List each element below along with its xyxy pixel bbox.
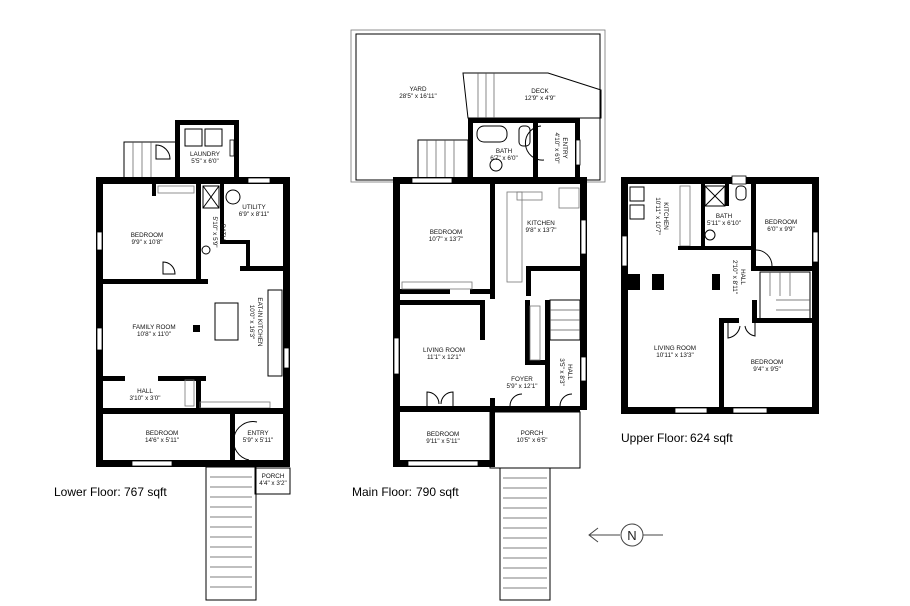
room-dims-porch: 10'5" x 6'5" xyxy=(516,437,547,444)
room-label-bedroom-2: BEDROOM xyxy=(751,359,784,366)
lower-front-stairs xyxy=(205,466,257,601)
compass-label: N xyxy=(627,528,636,543)
room-dims-laundry: 5'5" x 6'0" xyxy=(191,158,219,165)
room-label-eat-in-kitchen: EAT-IN KITCHEN xyxy=(256,297,263,347)
room-dims-bedroom: 6'0" x 9'9" xyxy=(767,226,795,233)
room-dims-entry: 4'10" x 6'0" xyxy=(553,132,560,163)
room-label-bath: BATH xyxy=(496,148,513,155)
room-label-porch: PORCH xyxy=(521,430,544,437)
room-label-entry: ENTRY xyxy=(561,137,568,159)
upper-floor-area: 624 sqft xyxy=(690,431,733,445)
room-dims-entry: 5'9" x 5'11" xyxy=(243,437,274,444)
room-label-hall: HALL xyxy=(566,364,573,380)
room-dims-bedroom-2: 9'11" x 5'11" xyxy=(426,438,460,445)
room-dims-bath: 5'11" x 6'10" xyxy=(707,220,741,227)
room-label-bedroom: BEDROOM xyxy=(430,229,463,236)
room-label-foyer: FOYER xyxy=(511,376,533,383)
lower-floor-area: 767 sqft xyxy=(124,485,167,499)
room-label-deck: DECK xyxy=(531,88,549,95)
main-floor-plan: YARD 28'5" x 16'11" DECK 12'9" x 4'9" BA… xyxy=(350,29,606,601)
lower-back-stairs xyxy=(123,141,177,181)
room-dims-hall: 2'10" x 8'11" xyxy=(731,260,738,294)
room-label-family-room: FAMILY ROOM xyxy=(132,324,175,331)
room-dims-bedroom-2: 14'6" x 5'11" xyxy=(145,437,179,444)
room-dims-eat-in-kitchen: 10'0" x 16'3" xyxy=(248,305,255,340)
room-dims-foyer: 5'9" x 12'1" xyxy=(506,383,537,390)
main-floor-title: Main Floor: xyxy=(352,485,412,499)
room-label-laundry: LAUNDRY xyxy=(190,151,221,158)
room-label-porch: PORCH xyxy=(262,473,285,480)
room-dims-living-room: 10'11" x 13'3" xyxy=(656,352,694,359)
room-dims-kitchen: 9'8" x 13'7" xyxy=(525,227,556,234)
main-floor-area: 790 sqft xyxy=(416,485,459,499)
room-dims-porch: 4'4" x 3'2" xyxy=(259,480,287,487)
room-dims-utility: 6'9" x 8'11" xyxy=(239,211,270,218)
room-dims-bath: 5'10" x 5'9" xyxy=(211,216,218,247)
room-label-yard: YARD xyxy=(409,86,426,93)
room-dims-bedroom: 10'7" x 13'7" xyxy=(429,236,464,243)
room-label-hall: HALL xyxy=(137,388,153,395)
room-label-entry: ENTRY xyxy=(247,430,269,437)
room-dims-kitchen: 10'11" x 10'7" xyxy=(654,197,661,235)
lower-floor-title: Lower Floor: xyxy=(54,485,121,499)
room-label-kitchen: KITCHEN xyxy=(662,202,669,230)
north-arrow-icon: N xyxy=(588,523,663,547)
upper-floor-title: Upper Floor: xyxy=(621,431,688,445)
room-label-bedroom: BEDROOM xyxy=(131,232,164,239)
room-dims-bedroom: 9'9" x 10'8" xyxy=(131,239,162,246)
room-label-bedroom: BEDROOM xyxy=(765,219,798,226)
room-dims-living-room: 11'1" x 12'1" xyxy=(427,354,461,361)
room-dims-deck: 12'9" x 4'9" xyxy=(524,95,555,102)
room-label-living-room: LIVING ROOM xyxy=(654,345,696,352)
main-front-stairs xyxy=(499,467,551,601)
room-dims-family-room: 10'8" x 11'0" xyxy=(137,331,171,338)
room-dims-hall: 3'10" x 3'0" xyxy=(129,395,160,402)
room-label-bath: BATH xyxy=(219,224,226,241)
room-label-living-room: LIVING ROOM xyxy=(423,347,465,354)
room-dims-bath: 6'7" x 6'0" xyxy=(490,155,518,162)
room-label-bath: BATH xyxy=(716,213,733,220)
room-dims-bedroom-2: 9'4" x 9'5" xyxy=(753,366,781,373)
lower-floor-plan: LAUNDRY 5'5" x 6'0" BEDROOM 9'9" x 10'8"… xyxy=(96,120,291,601)
room-label-bedroom-2: BEDROOM xyxy=(427,431,460,438)
room-label-kitchen: KITCHEN xyxy=(527,220,555,227)
room-dims-yard: 28'5" x 16'11" xyxy=(399,93,437,100)
room-label-hall: HALL xyxy=(739,269,746,285)
room-dims-hall: 3'5" x 8'3" xyxy=(558,358,565,386)
room-label-utility: UTILITY xyxy=(242,204,266,211)
upper-floor-plan: KITCHEN 10'11" x 10'7" BATH 5'11" x 6'10… xyxy=(621,175,819,414)
room-label-bedroom-2: BEDROOM xyxy=(146,430,179,437)
